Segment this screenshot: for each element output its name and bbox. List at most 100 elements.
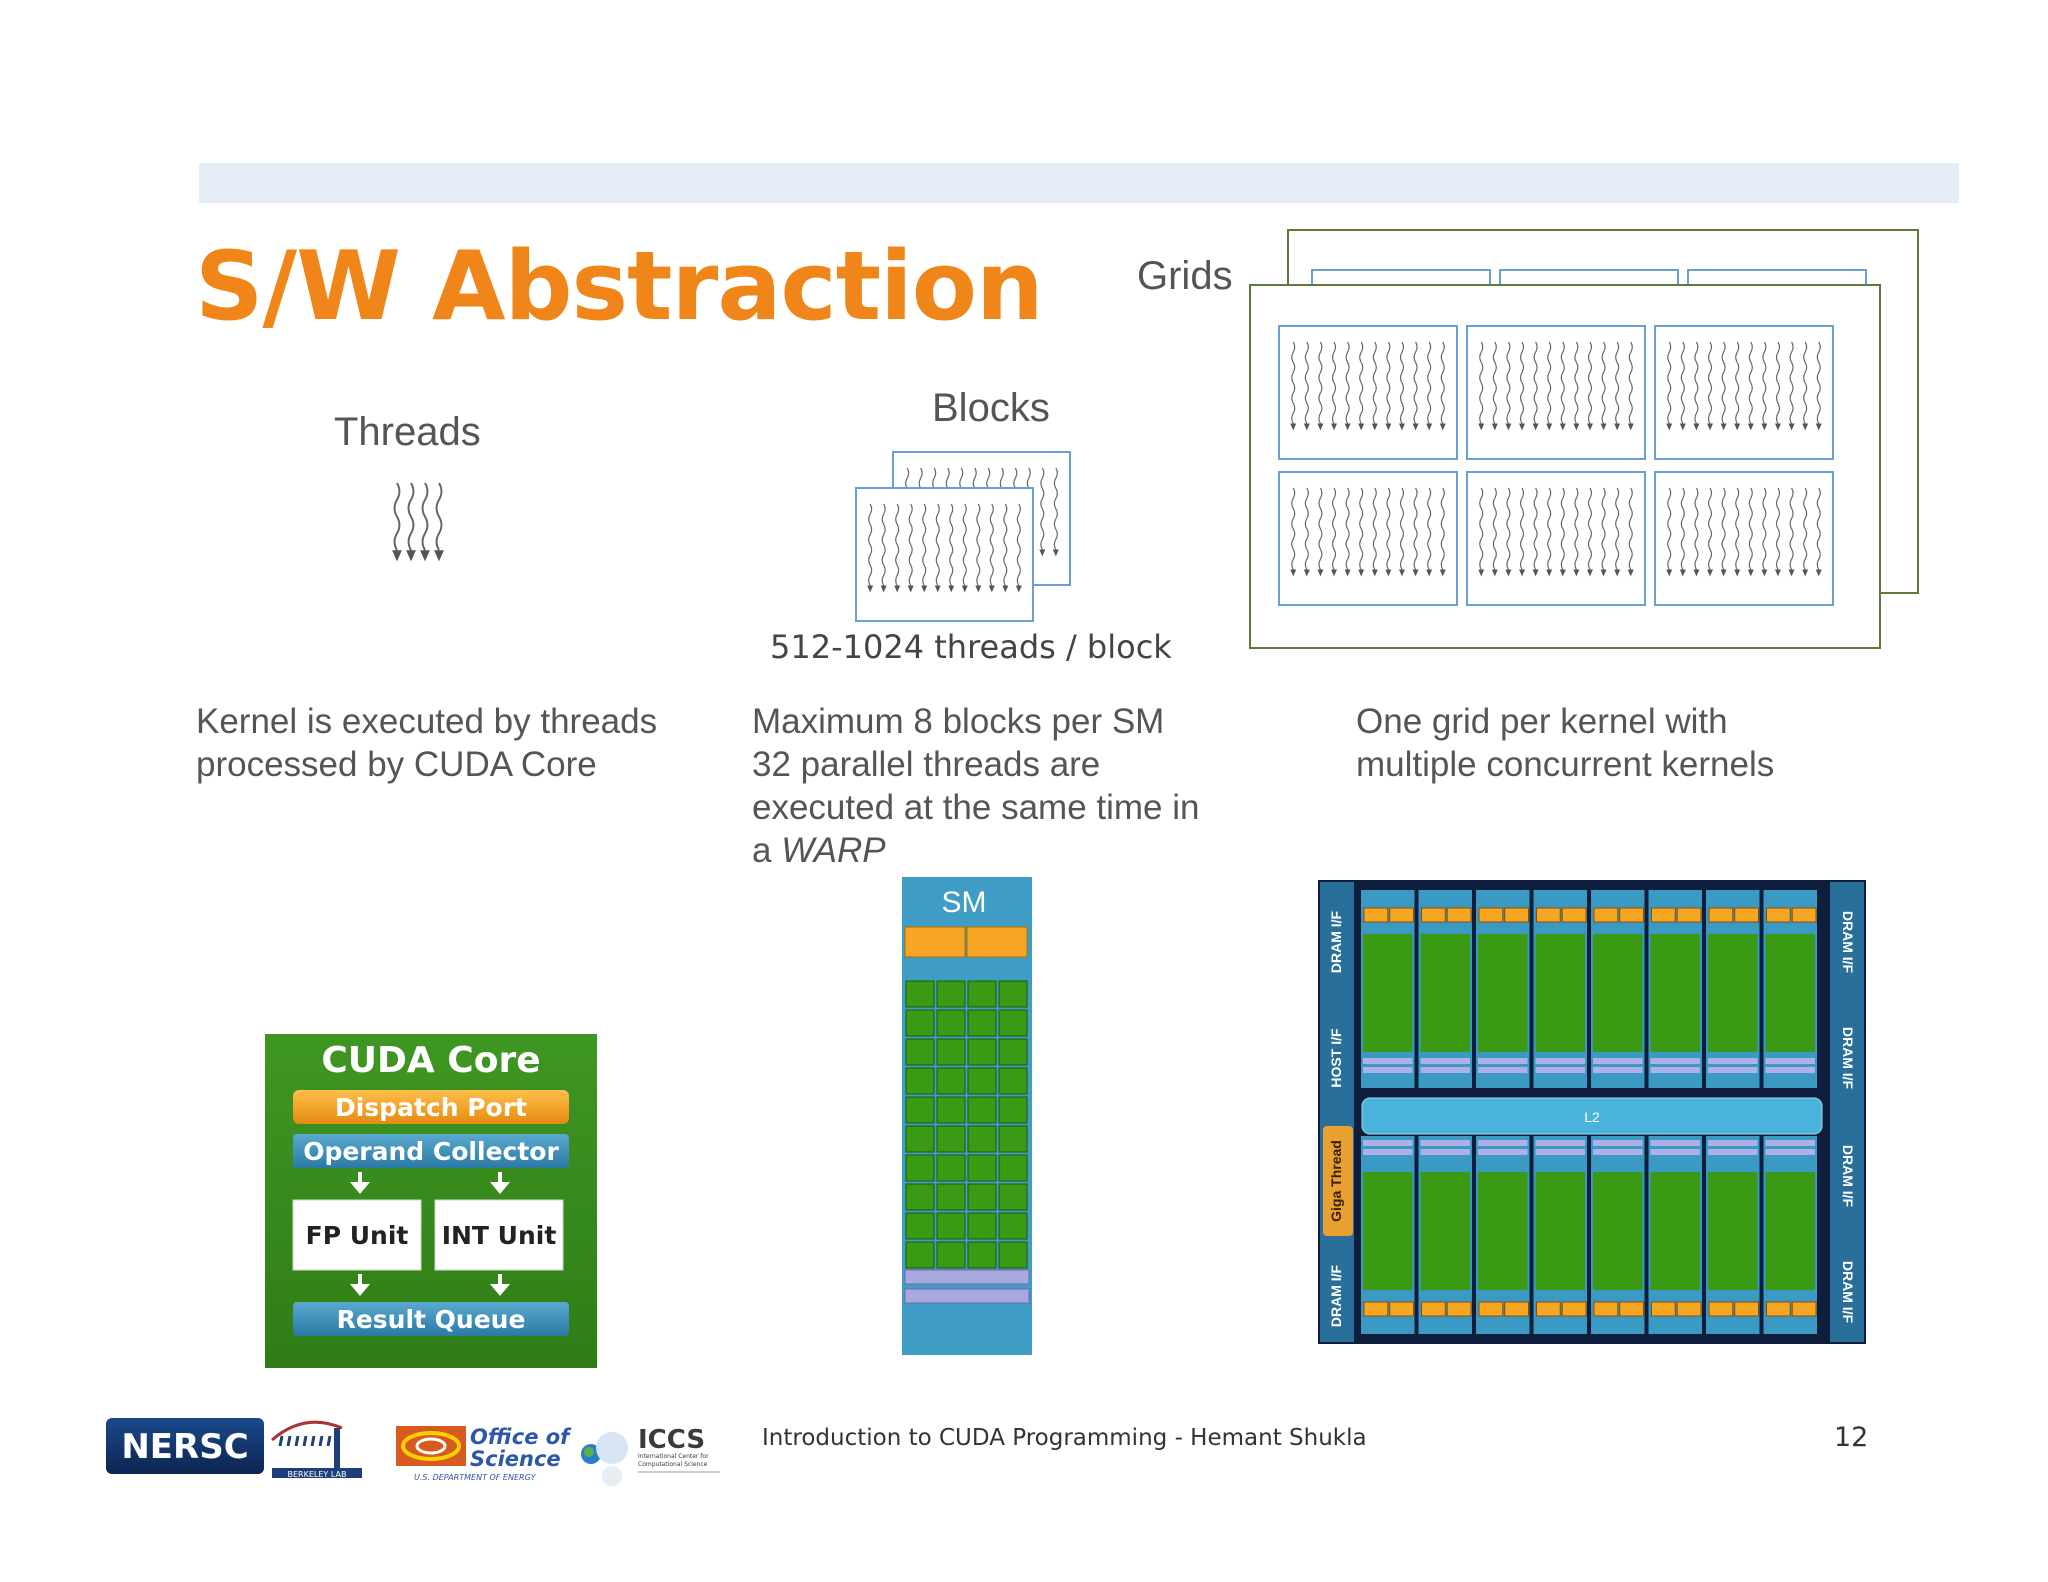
gpu-sm-dispatch xyxy=(1791,1301,1817,1317)
blocks-desc-line: a WARP xyxy=(752,829,1199,872)
thread-arrow xyxy=(406,550,416,562)
thread-arrow xyxy=(392,550,402,562)
thread-arrow xyxy=(1426,423,1433,431)
gpu-sm-sfu xyxy=(1420,1149,1470,1155)
thread-arrow xyxy=(1559,569,1566,577)
thread-arrow xyxy=(867,585,874,593)
gpu-sm-cores xyxy=(1363,1172,1413,1290)
gpu-sm-dispatch xyxy=(1593,1301,1619,1317)
thread-arrow xyxy=(1303,569,1310,577)
thread-arrow xyxy=(1532,423,1539,431)
thread-arrow xyxy=(1317,569,1324,577)
gpu-sm-dispatch xyxy=(1766,907,1791,923)
gpu-sm-dispatch xyxy=(1708,907,1734,923)
gpu-sm-dispatch xyxy=(1791,907,1817,923)
thread-line xyxy=(1775,487,1781,570)
gpu-sm-cores xyxy=(1765,934,1815,1052)
thread-arrow xyxy=(1371,569,1378,577)
thread-line xyxy=(1789,341,1794,424)
giga-thread-box xyxy=(1323,1126,1353,1236)
thread-line xyxy=(1506,487,1511,570)
thread-line xyxy=(1440,487,1445,570)
sm-core-cell xyxy=(936,1154,966,1182)
thread-line xyxy=(1427,487,1432,570)
gpu-sm-cores xyxy=(1363,934,1413,1052)
thread-arrow xyxy=(1775,423,1781,431)
gpu-sm-sfu xyxy=(1420,1058,1470,1064)
thread-line xyxy=(1359,487,1364,570)
sm-core-cell xyxy=(998,1096,1028,1124)
thread-line xyxy=(393,482,401,551)
thread-arrow xyxy=(1614,423,1621,431)
thread-arrow xyxy=(975,585,982,593)
footer-logos: NERSC BERKELEY LAB Office of Science U.S… xyxy=(106,1418,720,1486)
thread-arrow xyxy=(1788,569,1795,577)
thread-arrow xyxy=(1290,423,1297,431)
operand-collector-bar xyxy=(293,1134,569,1168)
thread-line xyxy=(1748,341,1753,424)
thread-arrow xyxy=(1600,569,1607,577)
thread-line xyxy=(1533,341,1538,424)
sm-core-cell xyxy=(967,1125,997,1153)
sm-core-cell xyxy=(967,980,997,1008)
thread-line xyxy=(1628,341,1633,424)
thread-arrow xyxy=(1426,569,1433,577)
thread-arrow xyxy=(1412,423,1419,431)
thread-arrow xyxy=(988,585,995,593)
int-unit-label: INT Unit xyxy=(442,1221,557,1250)
l2-cache-bar xyxy=(1361,1097,1823,1135)
thread-line xyxy=(989,503,994,586)
nersc-text: NERSC xyxy=(121,1427,248,1467)
gpu-sm-dispatch xyxy=(1676,1301,1702,1317)
grids-description: One grid per kernel with multiple concur… xyxy=(1356,700,1774,786)
sm-core-cell xyxy=(936,980,966,1008)
grids-desc-line: One grid per kernel with xyxy=(1356,702,1728,741)
gpu-sm-sfu xyxy=(1535,1058,1585,1064)
thread-line xyxy=(1492,487,1497,570)
sm-core-cell xyxy=(936,1067,966,1095)
sm-core-cell xyxy=(998,980,1028,1008)
thread-arrow xyxy=(1317,423,1324,431)
thread-line xyxy=(1775,341,1781,424)
thread-arrow xyxy=(1693,569,1700,577)
thread-line xyxy=(1803,341,1808,424)
dispatch-port-label: Dispatch Port xyxy=(335,1093,527,1122)
thread-line xyxy=(1492,341,1497,424)
thread-line xyxy=(1762,341,1767,424)
thread-arrow xyxy=(961,585,968,593)
dispatch-port-bar xyxy=(293,1090,569,1124)
threads-desc-line: processed by CUDA Core xyxy=(196,745,597,784)
thread-line xyxy=(1762,487,1767,570)
berkeley-lab-logo: BERKELEY LAB xyxy=(271,1420,362,1479)
gpu-sm-sfu xyxy=(1765,1067,1815,1073)
thread-arrow xyxy=(1761,423,1768,431)
thread-line xyxy=(1789,487,1794,570)
thread-arrow xyxy=(434,550,444,562)
threads-description: Kernel is executed by threads processed … xyxy=(196,700,657,786)
thread-line xyxy=(1345,487,1350,570)
gpu-sm-cores xyxy=(1650,934,1700,1052)
thread-arrow xyxy=(1385,569,1392,577)
sm-core-cell xyxy=(905,1212,935,1240)
gpu-sm-dispatch xyxy=(1651,1301,1676,1317)
gpu-sm-sfu xyxy=(1535,1140,1585,1146)
thread-arrow xyxy=(1546,423,1553,431)
gpu-sm-sfu xyxy=(1478,1067,1528,1073)
thread-line xyxy=(1628,487,1633,570)
thread-line xyxy=(1680,341,1685,424)
sm-sfu-bar xyxy=(904,1269,1030,1285)
thread-arrow xyxy=(1491,423,1498,431)
thread-line xyxy=(1803,487,1808,570)
thread-arrow xyxy=(1290,569,1297,577)
thread-arrow xyxy=(1002,585,1009,593)
science-text: Science xyxy=(470,1447,561,1471)
nersc-logo: NERSC xyxy=(106,1418,264,1474)
thread-arrow xyxy=(1802,569,1809,577)
thread-arrow xyxy=(1052,549,1059,557)
sm-core-cell xyxy=(936,1212,966,1240)
thread-arrow xyxy=(1679,569,1686,577)
dram-if-label: DRAM I/F xyxy=(1328,910,1344,973)
gpu-right-edge xyxy=(1830,882,1864,1342)
warp-term: WARP xyxy=(781,831,886,870)
gpu-sm-sfu xyxy=(1478,1149,1528,1155)
